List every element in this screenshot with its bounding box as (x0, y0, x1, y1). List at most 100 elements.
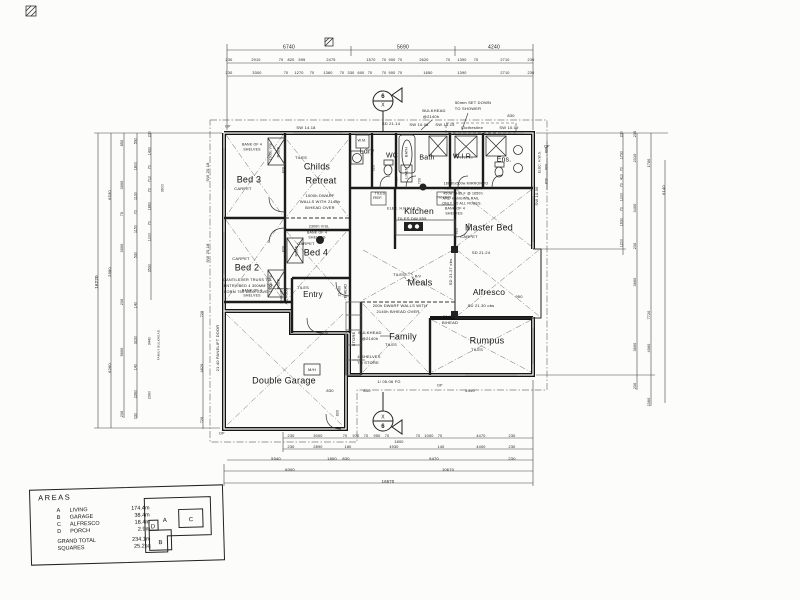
dim-label: 70 (381, 71, 387, 76)
dim-label: 710 (147, 175, 152, 183)
laundry-trough (350, 134, 370, 165)
legend-row-k: C (56, 521, 62, 528)
room-label-alfresco: Alfresco (472, 286, 506, 297)
clothesline-label: Clothesline (461, 125, 483, 130)
dim-label: 2710 (500, 71, 510, 76)
dim-label: 16220 (93, 275, 99, 289)
note-label: A/L HOOD (284, 287, 289, 305)
section-marker (372, 87, 403, 435)
dim-label: 70 (437, 434, 443, 439)
kitchen-sink (404, 222, 423, 231)
dim-label: 70 (147, 220, 152, 226)
dim-label: 9470 (429, 456, 439, 461)
shelves-note: BANK OF 4 (241, 288, 263, 293)
dim-label: 1570 (366, 58, 376, 63)
room-finish-label: TILES (294, 155, 308, 160)
dim-label: 2910 (251, 58, 261, 63)
dim-label: 4820 (200, 363, 205, 373)
dim-label: 3400 (633, 203, 638, 213)
legend-mini-b: B (158, 540, 162, 546)
dim-label: 4400 (476, 445, 486, 450)
dim-label: 720 (200, 416, 205, 424)
dim-label: 1000 (619, 192, 624, 202)
rv-circle (404, 272, 414, 282)
dim-label: 180 (344, 445, 352, 450)
dim-label: 70 (445, 58, 451, 63)
room-finish-label: TILES (374, 191, 386, 196)
dim-label: 230 (120, 410, 125, 418)
door-width-label: 820 (335, 409, 340, 417)
dim-label: 70 (381, 58, 387, 63)
window-label: SW 10.08 (409, 122, 429, 127)
dim-label: 230 (147, 130, 152, 138)
dim-label: 6000 (285, 467, 295, 472)
window-label: SW 14.18 (296, 125, 316, 130)
dim-label: 230 (287, 434, 295, 439)
dim-label: 7720 (647, 310, 652, 320)
room-label-entry: Entry (303, 290, 323, 299)
shelves-note: BANK OF 4 (306, 230, 328, 235)
room-label-kitchen: Kitchen (404, 205, 434, 216)
note-label: ELEC. H.W.S. (537, 150, 542, 174)
note-label: AND HANGING RAIL (442, 196, 480, 201)
dim-label: 970 (352, 434, 360, 439)
dim-label: 3230 (133, 335, 138, 345)
dim-label: 1150 (133, 224, 138, 234)
dim-label: 70 (363, 434, 369, 439)
dim-label: 900 (388, 71, 396, 76)
shelves-note: SHELVES (308, 235, 326, 240)
alfresco-edge (451, 246, 542, 319)
door-width-label: 820 (448, 178, 453, 186)
room-label-bed4: Bed 4 (303, 247, 329, 258)
dim-label: 2980 (107, 267, 112, 277)
dim-label: 70 (342, 434, 348, 439)
door-width-label: 720 (394, 176, 399, 184)
dim-label: 3300 (252, 71, 262, 76)
note-label: @2140h (422, 114, 440, 119)
downpipe-label: DP (437, 383, 443, 388)
washing-machine-label: W.M. (357, 138, 367, 143)
door-arcs (268, 174, 504, 430)
dim-label: 4060 (647, 343, 652, 353)
room-label-bed3: Bed 3 (236, 174, 262, 185)
garage-door-label: 21.40 PANELIFT DOOR (215, 324, 220, 372)
downpipe-label: DP (219, 431, 225, 436)
store-label: STORE (351, 331, 356, 347)
room-label-wc: WC (385, 152, 399, 160)
door-label: SD 21.27 obs (448, 258, 453, 286)
truss-lines (225, 134, 540, 427)
shelves-note: SHELVES (243, 147, 261, 152)
store-shelves (345, 301, 362, 376)
window-label: SW 15.15 (435, 122, 455, 127)
dim-label: 2360 (147, 390, 152, 400)
note-label: SHELVES (445, 211, 463, 216)
note-label: WALLS WITH 2140h (299, 199, 341, 204)
dim-label: 70 (309, 71, 315, 76)
dim-label: 70 (147, 187, 152, 193)
door-width-label: 820 (454, 227, 459, 235)
dimension-lines (94, 44, 668, 486)
note-label: BULKHEAD (358, 330, 382, 335)
dim-label: 900 (388, 58, 396, 63)
dim-label: 16670 (381, 478, 395, 484)
legend-mini-d: D (151, 524, 156, 530)
dim-label: 1390 (457, 71, 467, 76)
dim-label: 140 (133, 301, 138, 309)
dim-label: 1800 (133, 161, 138, 171)
dim-label: 70 (283, 71, 289, 76)
dim-label: 1000 (424, 434, 434, 439)
dim-label: 70 (367, 71, 373, 76)
room-finish-label: CARPET (460, 234, 478, 239)
legend-row-n: PORCH (70, 528, 91, 535)
note-label: 50mm SET DOWN (454, 100, 492, 105)
note-label: 2140h B/HEAD OVER (376, 309, 420, 314)
linen-label: LINEN (404, 167, 409, 179)
dim-label: 1630 (619, 217, 624, 227)
note-label: FORM 750 WIDE EAVE (223, 290, 269, 295)
toilet (383, 159, 505, 178)
section-marker-letter: X (381, 102, 385, 109)
dim-label: 5540 (271, 456, 281, 461)
leader-lines (267, 112, 469, 361)
dim-label: 1430 (147, 146, 152, 156)
dim-label: 230 (508, 445, 516, 450)
